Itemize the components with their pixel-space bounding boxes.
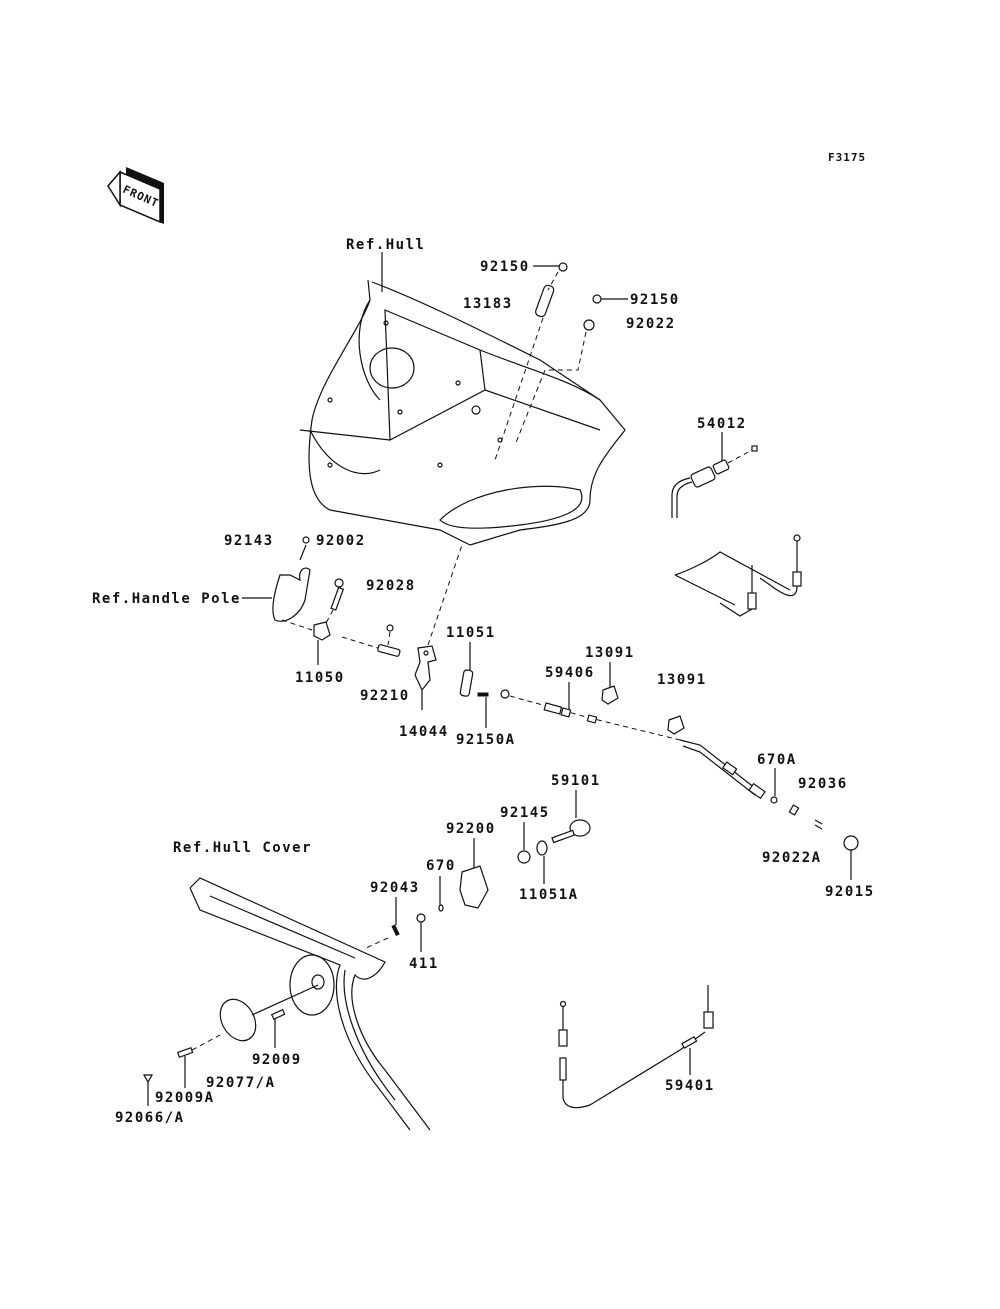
spring-washer-92022A-icon <box>814 819 823 830</box>
screw-92009A-icon <box>176 1046 194 1058</box>
part-label[interactable]: 92002 <box>316 533 366 549</box>
part-label[interactable]: 92009A <box>155 1090 215 1106</box>
front-arrow-icon: FRONT <box>107 167 164 224</box>
pin-92043-icon <box>391 924 400 937</box>
part-label[interactable]: 92200 <box>446 821 496 837</box>
part-label[interactable]: 92150A <box>456 732 516 748</box>
bracket-92143-icon <box>272 544 311 622</box>
ref-hull-label: Ref.Hull <box>346 237 425 253</box>
hull-drawing <box>299 279 626 546</box>
part-label[interactable]: 59406 <box>545 665 595 681</box>
hull-cover-drawing <box>189 877 431 1131</box>
part-label[interactable]: 59101 <box>551 773 601 789</box>
bolt-92028-icon <box>324 578 345 626</box>
spacer-13183-icon <box>535 284 555 318</box>
part-label[interactable]: 92022A <box>762 850 822 866</box>
part-label[interactable]: 11051 <box>446 625 496 641</box>
washer-92036-icon <box>788 804 800 816</box>
grommet-92002-icon <box>302 536 310 544</box>
pin-92210-icon <box>377 644 401 657</box>
part-label[interactable]: 92009 <box>252 1052 302 1068</box>
bracket-11051-icon <box>459 669 474 697</box>
part-label[interactable]: 54012 <box>697 416 747 432</box>
part-label[interactable]: 13091 <box>657 672 707 688</box>
cap-92077A-icon <box>219 984 319 1042</box>
part-label[interactable]: 411 <box>409 956 439 972</box>
clip-92066A-icon <box>142 1074 154 1084</box>
nut-92015-icon <box>843 835 859 851</box>
part-label[interactable]: 13091 <box>585 645 635 661</box>
ref-handle-pole-label: Ref.Handle Pole <box>92 591 241 607</box>
choke-cable-54012-icon <box>671 445 758 518</box>
nut-92210-top-icon <box>386 624 394 632</box>
clamp-13091-b-icon <box>667 715 685 735</box>
part-label[interactable]: 92077/A <box>206 1075 276 1091</box>
clamp-13091-a-icon <box>601 685 619 705</box>
screw-92009-icon <box>270 1008 286 1021</box>
part-label[interactable]: 92022 <box>626 316 676 332</box>
ref-hull-cover-label: Ref.Hull Cover <box>173 840 312 856</box>
part-label[interactable]: 92066/A <box>115 1110 185 1126</box>
part-label[interactable]: 59401 <box>665 1078 715 1094</box>
screw-92150-right-icon <box>592 294 602 304</box>
part-label[interactable]: 11050 <box>295 670 345 686</box>
bracket-14044-icon <box>414 544 463 710</box>
cable-59401-icon <box>558 985 714 1109</box>
part-label[interactable]: 92143 <box>224 533 274 549</box>
washer-92145-icon <box>517 850 531 864</box>
part-label[interactable]: 92028 <box>366 578 416 594</box>
part-label[interactable]: 92150 <box>480 259 530 275</box>
lever-59101-icon <box>551 819 591 844</box>
screw-92150-top-icon <box>558 262 568 272</box>
holder-11050-icon <box>313 621 331 641</box>
washer-92022-icon <box>583 319 595 331</box>
ring-670-icon <box>438 904 444 912</box>
part-label[interactable]: 92015 <box>825 884 875 900</box>
part-label[interactable]: 92210 <box>360 688 410 704</box>
part-label[interactable]: 13183 <box>463 296 513 312</box>
plate-11051A-icon <box>459 865 489 909</box>
part-label[interactable]: 11051A <box>519 887 579 903</box>
washer-92200-icon <box>536 840 548 856</box>
part-label[interactable]: 92145 <box>500 805 550 821</box>
washer-411-icon <box>416 913 426 923</box>
part-label[interactable]: 92150 <box>630 292 680 308</box>
part-label[interactable]: 670 <box>426 858 456 874</box>
hull-side-cable-icon <box>674 534 802 617</box>
screw-92150A-icon <box>477 692 489 697</box>
cable-59406-icon <box>500 689 766 800</box>
part-label[interactable]: 92043 <box>370 880 420 896</box>
ring-670A-icon <box>770 796 778 804</box>
part-label[interactable]: 14044 <box>399 724 449 740</box>
part-label[interactable]: 92036 <box>798 776 848 792</box>
figure-code: F3175 <box>828 151 866 164</box>
part-label[interactable]: 670A <box>757 752 797 768</box>
